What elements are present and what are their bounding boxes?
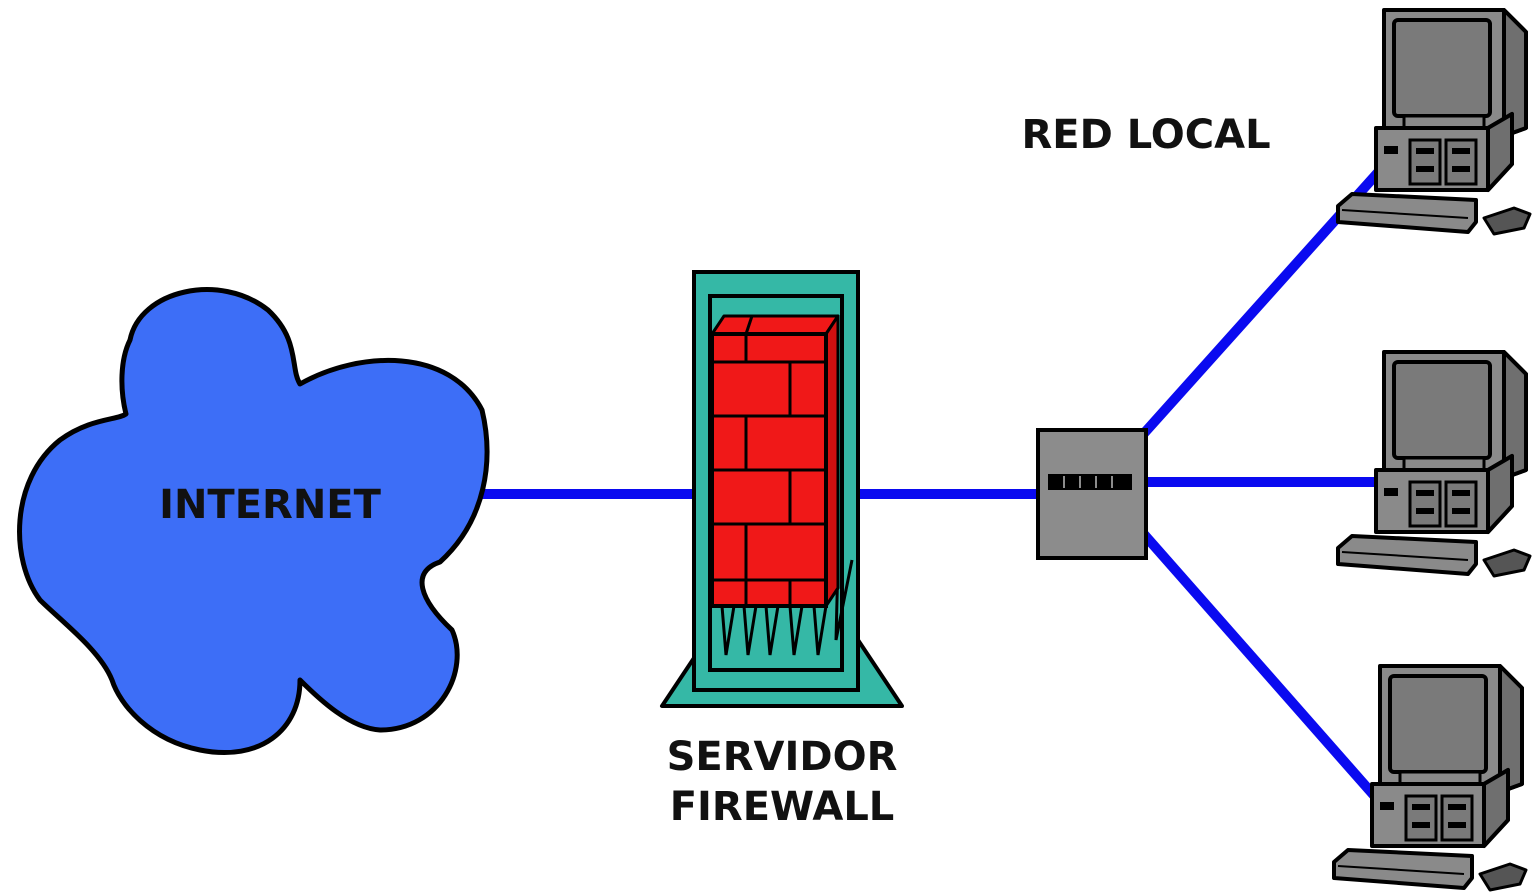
link-switch-pc-bottom — [1138, 528, 1382, 804]
brick-wall-icon — [710, 314, 840, 608]
network-switch-icon — [1036, 428, 1148, 560]
desktop-computer-icon — [1336, 350, 1532, 578]
lan-label: RED LOCAL — [1021, 112, 1270, 158]
internet-label: INTERNET — [159, 482, 382, 528]
network-links — [470, 164, 1386, 804]
cloud-icon — [17, 287, 490, 756]
desktop-computer-icon — [1336, 8, 1532, 236]
firewall-label-line1: SERVIDOR — [667, 734, 898, 780]
firewall-label-line2: FIREWALL — [670, 784, 895, 830]
